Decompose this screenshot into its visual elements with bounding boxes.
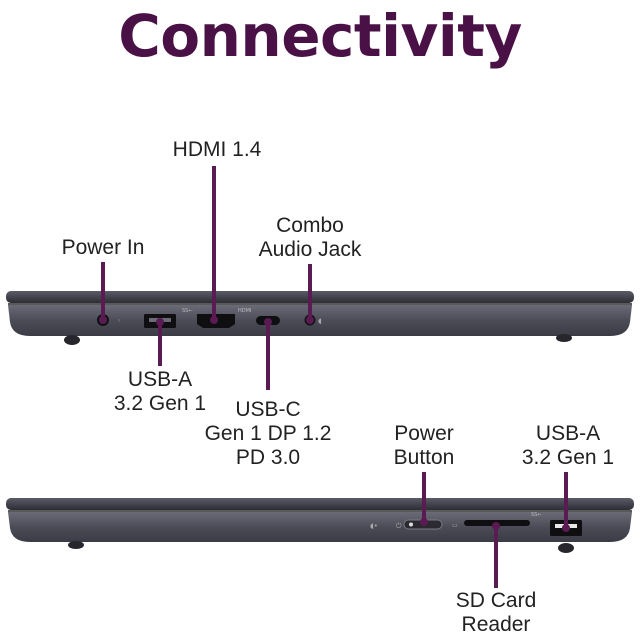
- page-title: Connectivity: [118, 2, 522, 70]
- top-callouts: [99, 166, 314, 390]
- usb-a-port-marking: SS←: [182, 308, 193, 314]
- power-in-label: Power In: [61, 236, 145, 259]
- hdmi-label: HDMI 1.4: [172, 138, 262, 161]
- bottom-callouts: [420, 472, 570, 588]
- power-button-label-line2: Button: [393, 446, 455, 469]
- svg-text:◦: ◦: [117, 317, 121, 325]
- power-button-label-line1: Power: [394, 422, 454, 445]
- laptop-left-side-view: ◦ SS← HDMI ◖: [6, 291, 634, 345]
- svg-text:◖: ◖: [318, 317, 322, 325]
- usb-a-right-port-marking: SS←: [531, 512, 542, 518]
- laptop-foot: [558, 543, 574, 553]
- laptop-base-top: [8, 305, 632, 336]
- usb-c-label-line3: PD 3.0: [235, 446, 301, 469]
- usb-c-label-line1: USB-C: [235, 398, 301, 421]
- sd-card-label-line1: SD Card: [455, 589, 537, 612]
- sd-card-label-line2: Reader: [461, 613, 531, 636]
- usb-a-right-label-line1: USB-A: [535, 422, 601, 445]
- svg-text:◖•: ◖•: [370, 522, 378, 530]
- svg-text:▭: ▭: [452, 522, 458, 529]
- combo-audio-label-line1: Combo: [276, 214, 344, 237]
- laptop-foot: [556, 334, 572, 342]
- hdmi-port-marking: HDMI: [238, 308, 251, 314]
- svg-text:⏻: ⏻: [396, 522, 402, 530]
- usb-c-label-line2: Gen 1 DP 1.2: [204, 422, 332, 445]
- laptop-right-side-view: ◖• ⏻ ▭ SS←: [6, 498, 634, 553]
- laptop-base-bottom: [8, 512, 632, 542]
- laptop-lid-bottom: [6, 498, 634, 510]
- usb-a-label-line2: 3.2 Gen 1: [113, 392, 207, 415]
- usb-a-label-line1: USB-A: [127, 368, 193, 391]
- laptop-foot: [64, 335, 80, 345]
- combo-audio-label-line2: Audio Jack: [258, 238, 362, 261]
- laptop-lid-top: [6, 291, 634, 303]
- laptop-foot: [68, 541, 84, 549]
- usb-a-right-label-line2: 3.2 Gen 1: [521, 446, 615, 469]
